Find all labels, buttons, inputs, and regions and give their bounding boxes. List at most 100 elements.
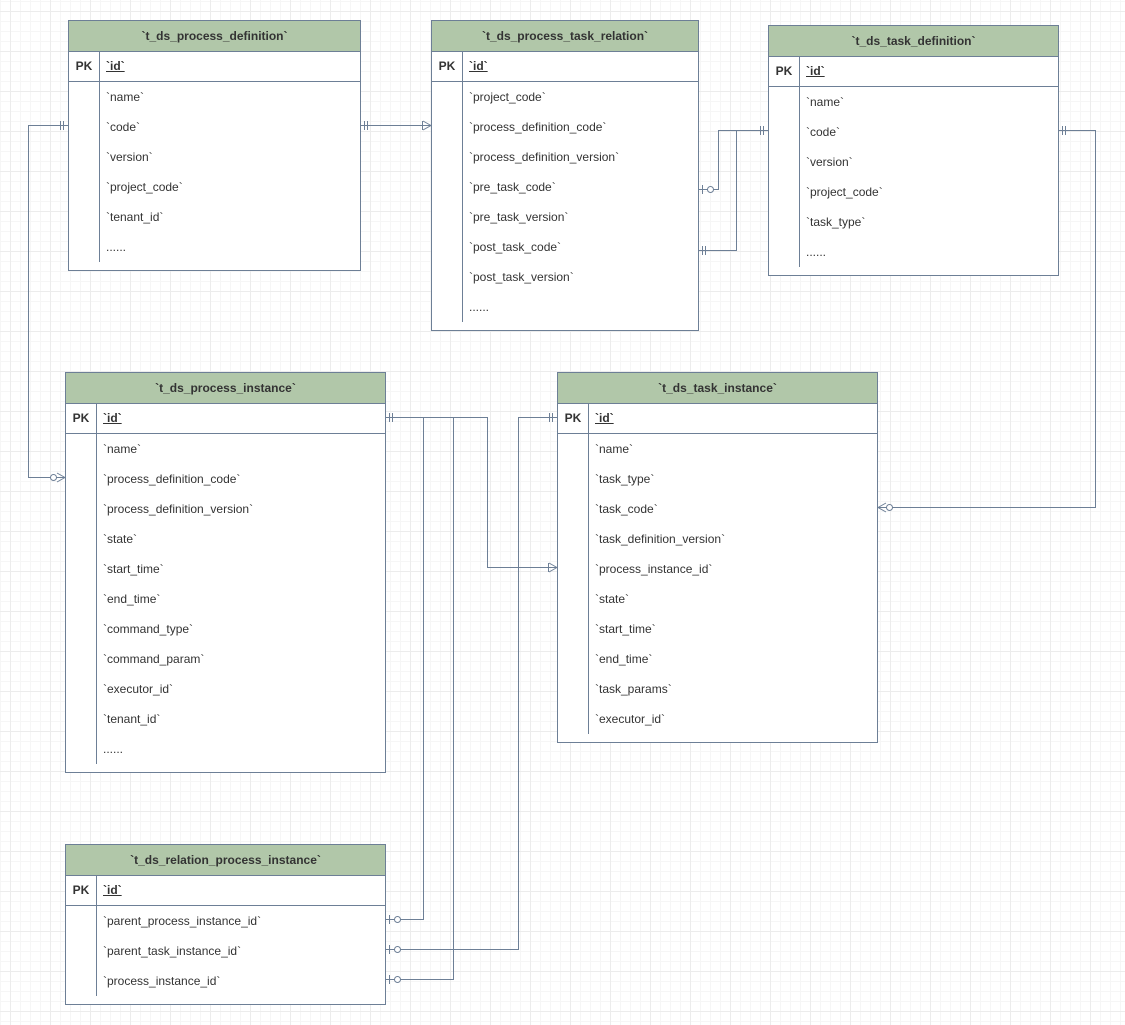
- column-divider: [96, 434, 97, 764]
- zero-marker: [394, 976, 401, 983]
- zero-marker: [707, 186, 714, 193]
- field-row: `code`: [106, 120, 141, 134]
- table-relation-process-instance[interactable]: `t_ds_relation_process_instance` PK `id`…: [65, 844, 386, 1005]
- column-divider: [99, 82, 100, 262]
- relation-line: [28, 125, 68, 478]
- pk-label: PK: [75, 59, 93, 73]
- pk-field: `id`: [469, 59, 488, 73]
- field-row: `task_params`: [595, 682, 672, 696]
- table-process-task-relation[interactable]: `t_ds_process_task_relation` PK `id` `pr…: [431, 20, 699, 331]
- field-row: `command_type`: [103, 622, 194, 636]
- field-row: ......: [103, 742, 124, 756]
- field-row: `end_time`: [103, 592, 161, 606]
- field-row: `state`: [103, 532, 138, 546]
- field-row: `project_code`: [106, 180, 183, 194]
- table-title: `t_ds_relation_process_instance`: [66, 845, 385, 876]
- field-row: `process_definition_code`: [469, 120, 607, 134]
- pk-field: `id`: [806, 64, 825, 78]
- pk-field: `id`: [595, 411, 614, 425]
- one-marker: [760, 126, 764, 135]
- field-row: `task_type`: [595, 472, 655, 486]
- field-row: `post_task_version`: [469, 270, 574, 284]
- field-list: `project_code` `process_definition_code`…: [432, 82, 698, 322]
- field-row: `command_param`: [103, 652, 205, 666]
- field-row: `tenant_id`: [106, 210, 164, 224]
- primary-key-row: PK `id`: [558, 404, 877, 434]
- field-list: `name` `task_type` `task_code` `task_def…: [558, 434, 877, 734]
- field-row: `process_definition_version`: [103, 502, 254, 516]
- many-marker: [422, 120, 432, 131]
- one-marker: [389, 413, 393, 422]
- field-row: `name`: [595, 442, 634, 456]
- column-divider: [96, 404, 97, 433]
- field-row: `parent_task_instance_id`: [103, 944, 242, 958]
- field-row: `project_code`: [469, 90, 546, 104]
- zero-marker: [886, 504, 893, 511]
- one-marker: [549, 413, 553, 422]
- pk-field: `id`: [106, 59, 125, 73]
- table-process-instance[interactable]: `t_ds_process_instance` PK `id` `name` `…: [65, 372, 386, 773]
- field-row: `version`: [806, 155, 853, 169]
- field-list: `name` `code` `version` `project_code` `…: [769, 87, 1058, 267]
- field-row: `executor_id`: [103, 682, 174, 696]
- table-title: `t_ds_task_instance`: [558, 373, 877, 404]
- table-process-definition[interactable]: `t_ds_process_definition` PK `id` `name`…: [68, 20, 361, 271]
- field-list: `parent_process_instance_id` `parent_tas…: [66, 906, 385, 996]
- zero-marker: [394, 916, 401, 923]
- pk-label: PK: [72, 411, 90, 425]
- primary-key-row: PK `id`: [432, 52, 698, 82]
- field-row: ......: [469, 300, 490, 314]
- primary-key-row: PK `id`: [69, 52, 360, 82]
- table-task-instance[interactable]: `t_ds_task_instance` PK `id` `name` `tas…: [557, 372, 878, 743]
- pk-label: PK: [775, 64, 793, 78]
- field-row: `pre_task_code`: [469, 180, 556, 194]
- field-row: `task_type`: [806, 215, 866, 229]
- field-row: `start_time`: [103, 562, 164, 576]
- column-divider: [99, 52, 100, 81]
- field-row: `task_definition_version`: [595, 532, 726, 546]
- relation-line: [699, 130, 768, 190]
- pk-label: PK: [564, 411, 582, 425]
- field-row: `tenant_id`: [103, 712, 161, 726]
- field-row: ......: [806, 245, 827, 259]
- column-divider: [588, 434, 589, 734]
- relation-line: [386, 417, 424, 920]
- field-row: `code`: [806, 125, 841, 139]
- primary-key-row: PK `id`: [66, 404, 385, 434]
- zero-many-marker: [877, 502, 887, 513]
- column-divider: [588, 404, 589, 433]
- table-task-definition[interactable]: `t_ds_task_definition` PK `id` `name` `c…: [768, 25, 1059, 276]
- one-marker: [364, 121, 368, 130]
- field-row: `process_instance_id`: [103, 974, 221, 988]
- one-marker: [60, 121, 64, 130]
- zero-many-marker: [56, 472, 66, 483]
- field-row: `pre_task_version`: [469, 210, 569, 224]
- zero-marker: [50, 474, 57, 481]
- field-row: `task_code`: [595, 502, 658, 516]
- table-title: `t_ds_process_definition`: [69, 21, 360, 52]
- field-row: `parent_process_instance_id`: [103, 914, 262, 928]
- field-row: `executor_id`: [595, 712, 666, 726]
- one-marker: [1062, 126, 1066, 135]
- field-row: `state`: [595, 592, 630, 606]
- zero-marker: [394, 946, 401, 953]
- primary-key-row: PK `id`: [66, 876, 385, 906]
- table-title: `t_ds_process_task_relation`: [432, 21, 698, 52]
- field-list: `name` `process_definition_code` `proces…: [66, 434, 385, 764]
- table-title: `t_ds_task_definition`: [769, 26, 1058, 57]
- field-row: `process_instance_id`: [595, 562, 713, 576]
- pk-label: PK: [438, 59, 456, 73]
- column-divider: [462, 52, 463, 81]
- column-divider: [462, 82, 463, 322]
- field-row: `name`: [103, 442, 142, 456]
- field-row: `start_time`: [595, 622, 656, 636]
- field-row: `post_task_code`: [469, 240, 562, 254]
- pk-field: `id`: [103, 883, 122, 897]
- table-title: `t_ds_process_instance`: [66, 373, 385, 404]
- column-divider: [96, 906, 97, 996]
- primary-key-row: PK `id`: [769, 57, 1058, 87]
- field-list: `name` `code` `version` `project_code` `…: [69, 82, 360, 262]
- relation-line: [386, 417, 557, 950]
- field-row: `project_code`: [806, 185, 883, 199]
- pk-field: `id`: [103, 411, 122, 425]
